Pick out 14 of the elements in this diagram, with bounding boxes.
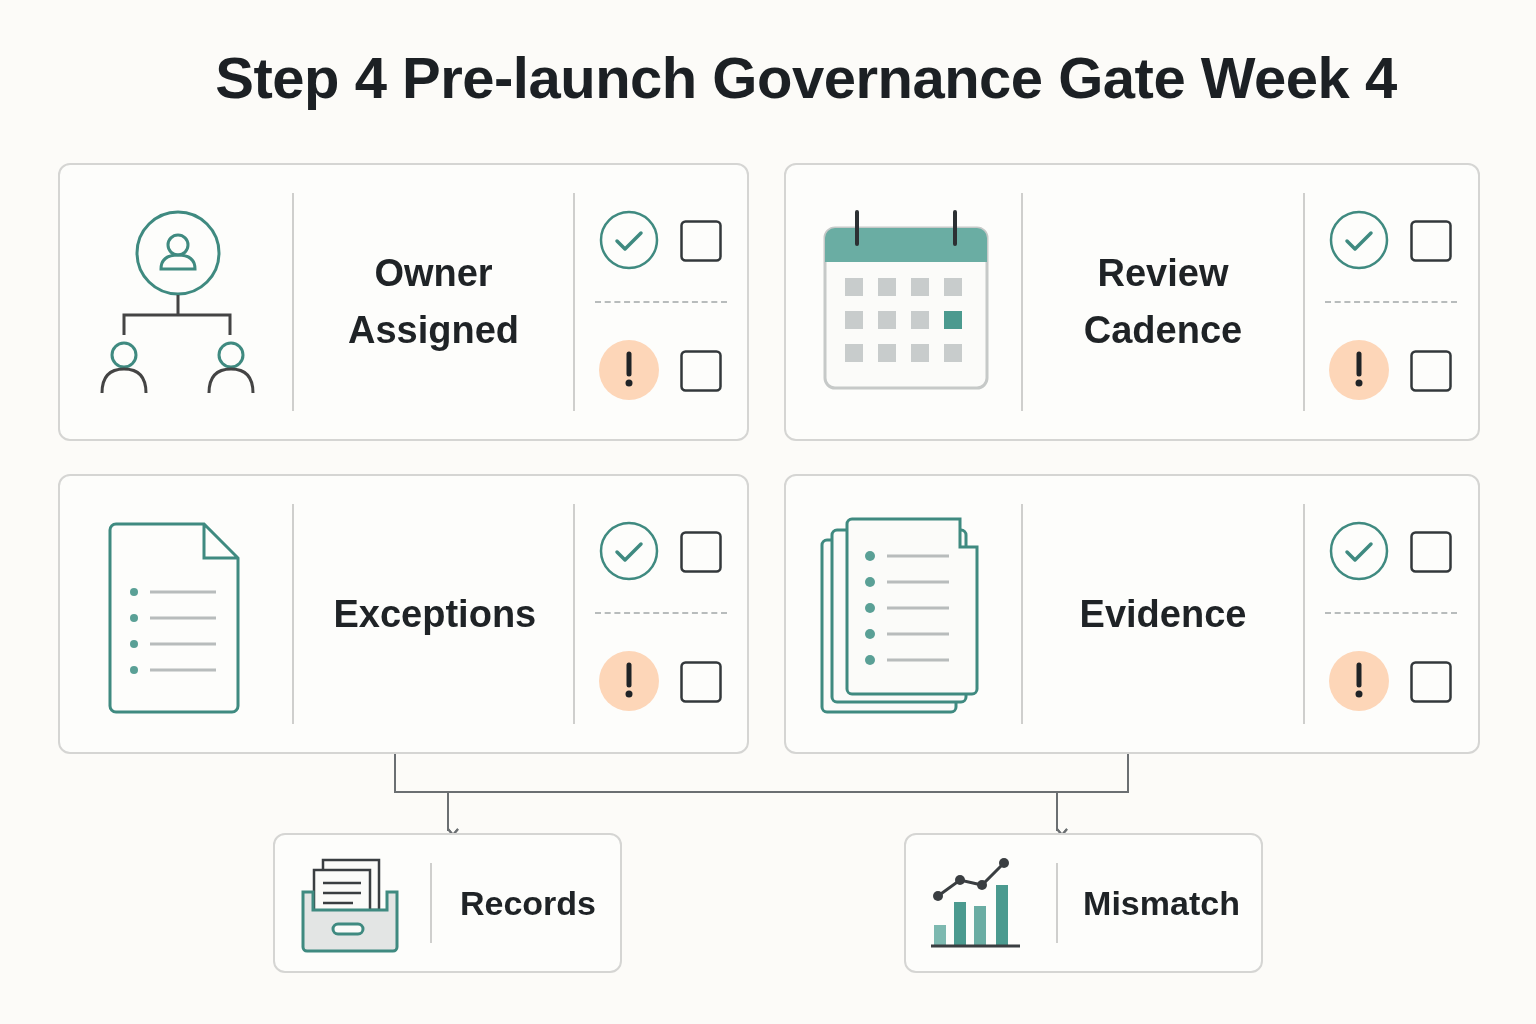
output-card [904,833,1263,973]
card-label: Evidence [1079,591,1247,637]
title: Step 4 Pre-launch Governance Gate Week 4 [214,44,1398,111]
card-label: Owner Assigned [346,251,520,353]
card-label: Mismatch [1083,882,1240,924]
checklist-card [58,163,749,441]
checklist-card [784,474,1480,754]
connector-arrow [1056,753,1129,836]
card-label: Records [459,882,597,924]
card-label: Exceptions [333,591,534,637]
checklist-card [58,474,749,754]
output-card [273,833,622,973]
checklist-card [784,163,1480,441]
card-label: Review Cadence [1082,251,1244,353]
